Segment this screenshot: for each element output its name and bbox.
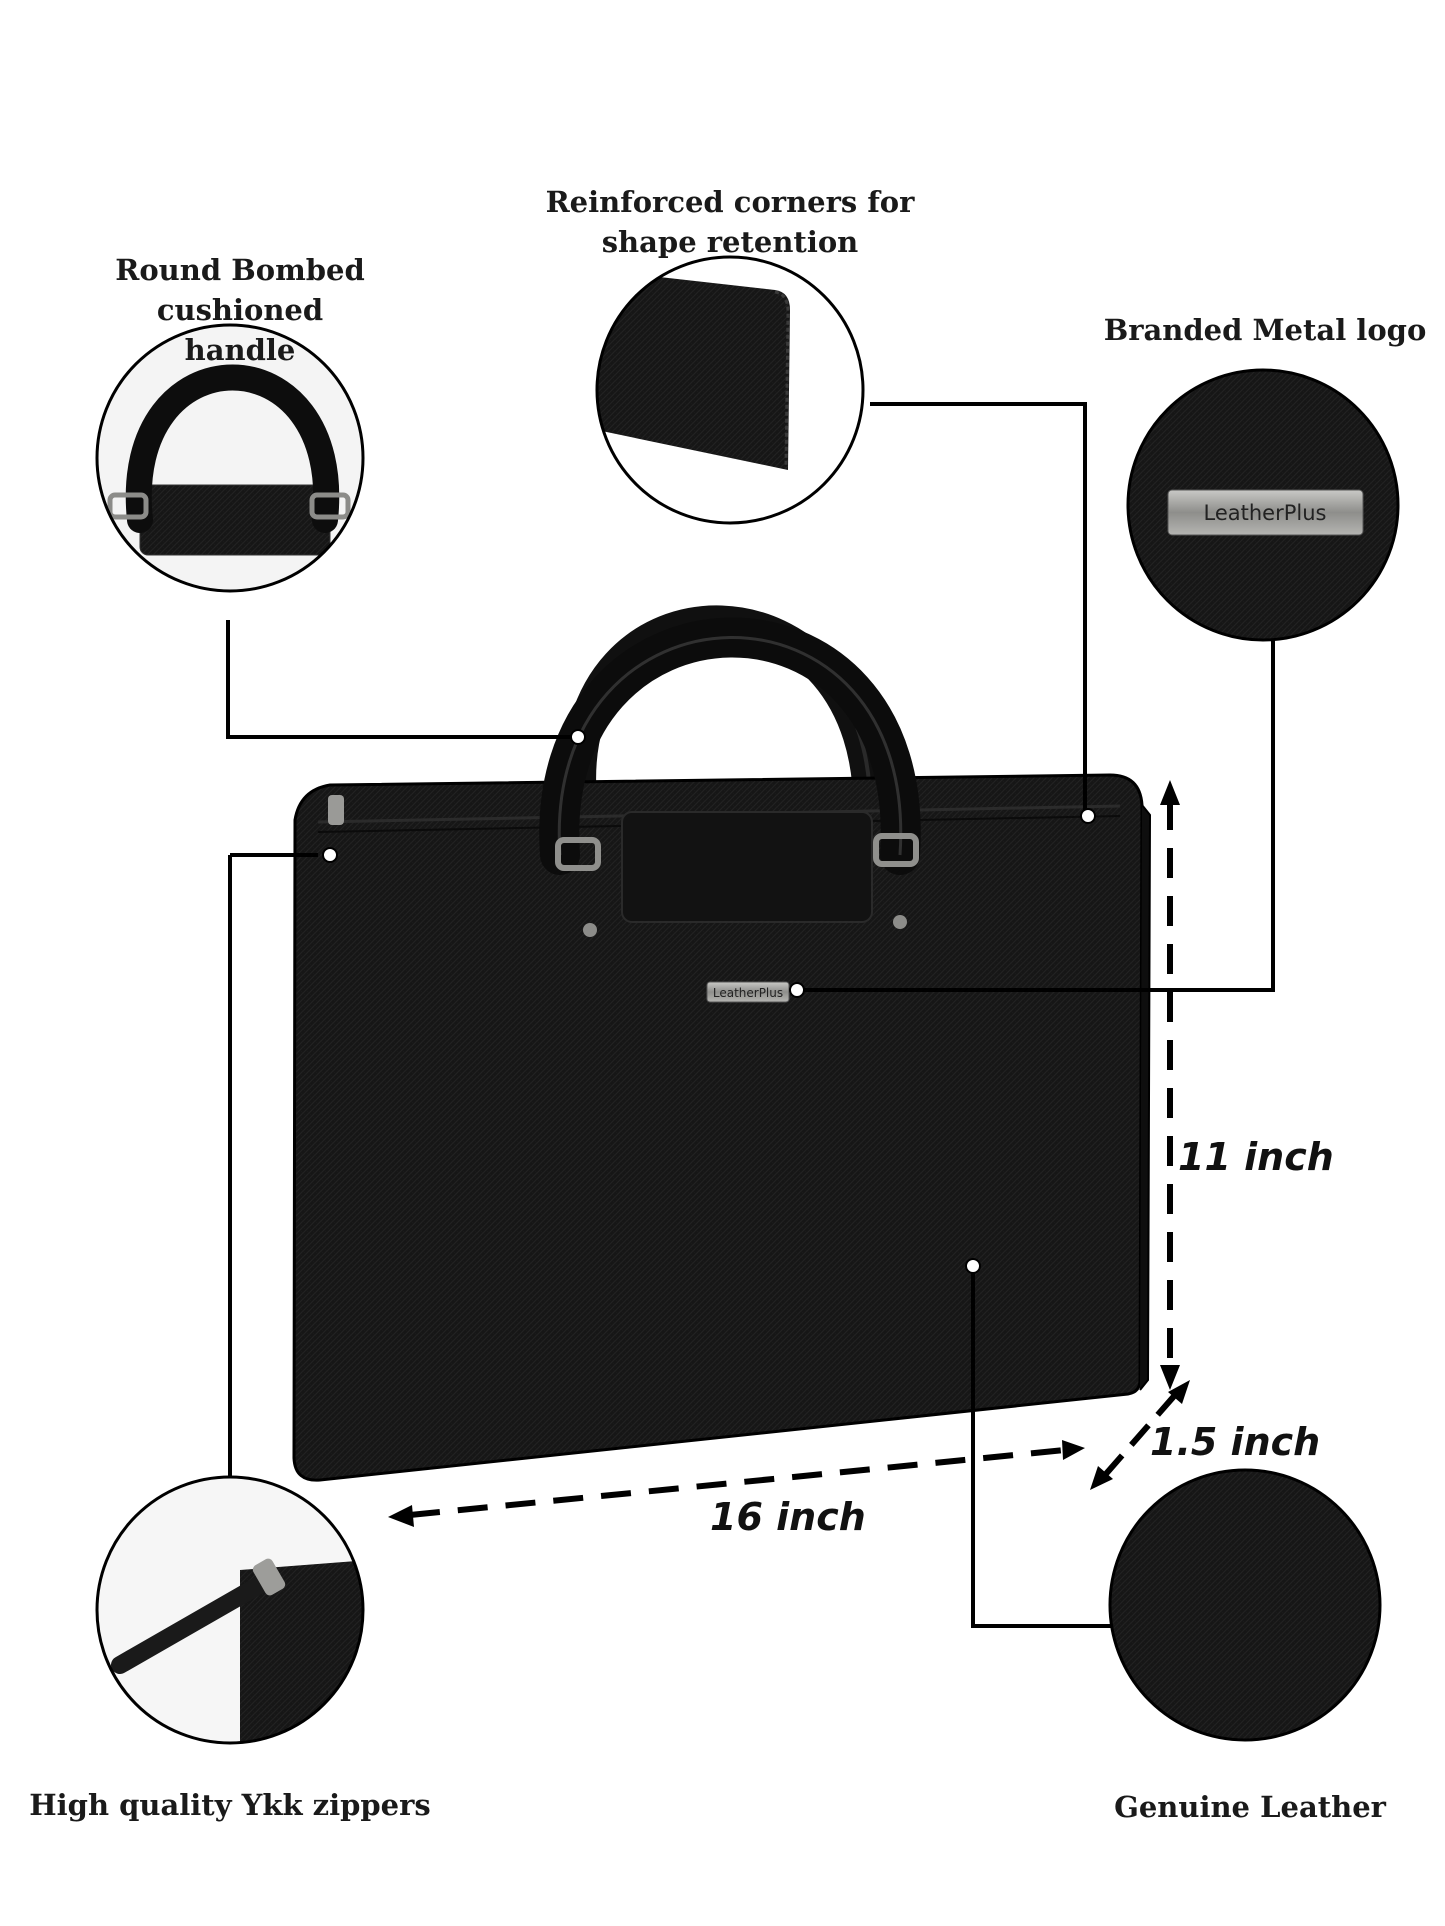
leader-lines bbox=[226, 402, 1275, 1628]
logo-plate bbox=[706, 981, 790, 1003]
width-arrow bbox=[409, 1447, 1066, 1518]
corners-label-line1: Reinforced corners for bbox=[545, 185, 915, 219]
buckle-left bbox=[555, 837, 601, 871]
dimension-arrows bbox=[388, 780, 1190, 1527]
logo-closeup-text: LeatherPlus bbox=[1204, 501, 1327, 525]
bag-body bbox=[292, 773, 1144, 1482]
depth-arrow bbox=[1102, 1393, 1178, 1477]
height-dimension-label: 11 inch bbox=[1178, 1135, 1334, 1179]
corners-label-line2: shape retention bbox=[601, 225, 859, 259]
leader-dots bbox=[322, 729, 1096, 1274]
handle-tab bbox=[621, 811, 873, 923]
depth-dimension-label: 1.5 inch bbox=[1150, 1420, 1321, 1464]
handle-label: Round Bombed cushioned handle bbox=[30, 250, 450, 370]
briefcase: LeatherPlus bbox=[292, 605, 1152, 1482]
handle-label-line1: Round Bombed cushioned bbox=[115, 253, 365, 327]
logo-closeup-circle: LeatherPlus bbox=[1126, 368, 1400, 642]
corner-closeup-circle bbox=[595, 255, 865, 525]
leather-label: Genuine Leather bbox=[1114, 1790, 1386, 1824]
handle-closeup-circle bbox=[95, 323, 365, 593]
zippers-label: High quality Ykk zippers bbox=[29, 1788, 431, 1822]
logo-plate-text: LeatherPlus bbox=[713, 986, 783, 1000]
width-dimension-label: 16 inch bbox=[710, 1495, 866, 1539]
zipper-pull bbox=[328, 795, 344, 825]
handle-label-line2: handle bbox=[184, 333, 296, 367]
buckle-right bbox=[873, 833, 919, 867]
zipper-closeup-circle bbox=[95, 1475, 365, 1745]
corners-label: Reinforced corners for shape retention bbox=[520, 182, 940, 262]
logo-label: Branded Metal logo bbox=[1103, 313, 1427, 347]
leather-closeup-circle bbox=[1108, 1468, 1382, 1742]
